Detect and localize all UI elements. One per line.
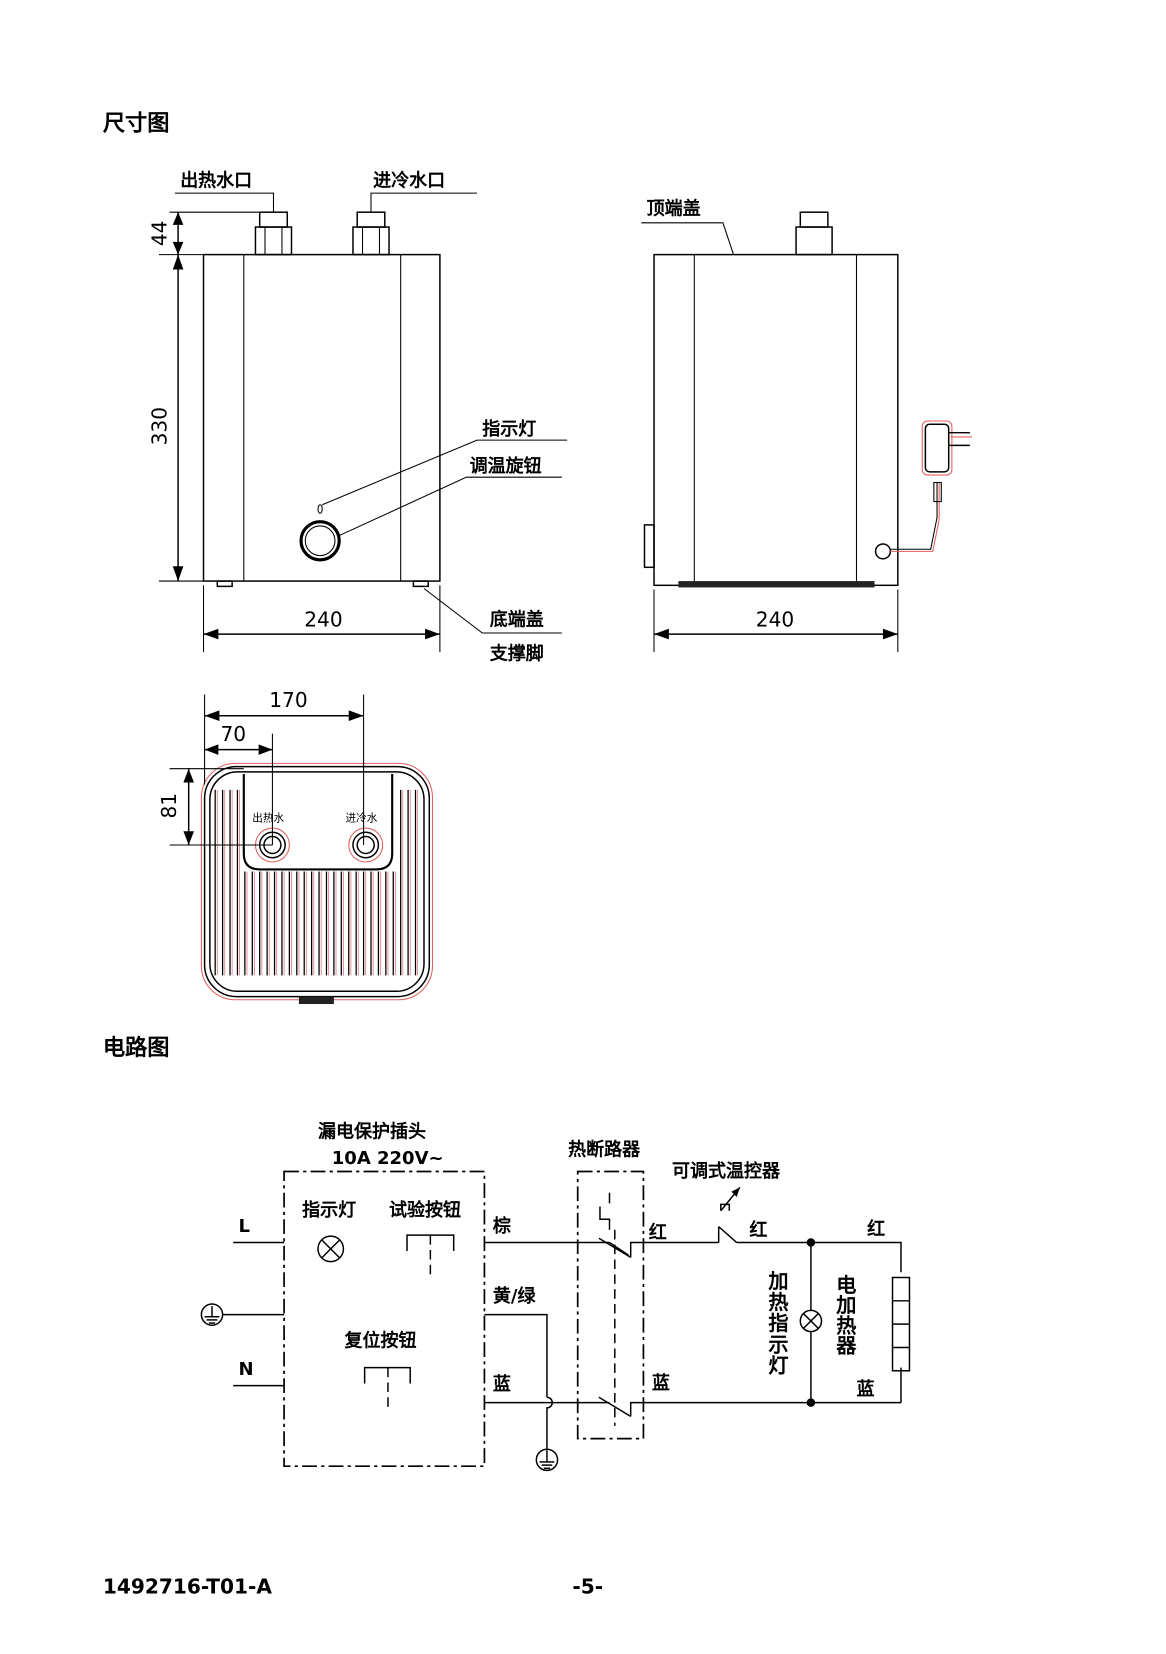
heater-label: 电加热器 — [833, 1274, 857, 1355]
cold-inlet-label: 进冷水口 — [373, 170, 445, 192]
red-wire-label-1: 红 — [649, 1221, 667, 1243]
cold-label-bottom: 进冷水 — [346, 812, 378, 825]
thermostat-switch — [643, 1186, 811, 1244]
side-fitting — [795, 211, 833, 256]
dim-170: 170 — [269, 688, 307, 712]
reset-button-label: 复位按钮 — [343, 1329, 416, 1351]
power-cord-plug — [874, 420, 973, 560]
support-foot-label: 支撑脚 — [489, 643, 544, 665]
plug-title: 漏电保护插头 — [318, 1121, 426, 1143]
leakage-plug-box — [283, 1170, 486, 1468]
test-button-label: 试验按钮 — [389, 1199, 461, 1221]
N-label: N — [239, 1359, 254, 1380]
L-label: L — [239, 1216, 250, 1237]
top-cover-label: 顶端盖 — [647, 197, 701, 219]
bottom-view: 出热水 进冷水 170 70 81 — [157, 688, 434, 1005]
document-number: 1492716-T01-A — [103, 1574, 273, 1598]
hot-outlet-label: 出热水口 — [180, 170, 252, 192]
dim-240-front: 240 — [304, 608, 342, 632]
red-wire-label-2: 红 — [749, 1219, 767, 1241]
electric-heater-element — [891, 1276, 911, 1372]
foot — [216, 580, 233, 588]
side-body — [653, 253, 899, 587]
dim-70: 70 — [220, 722, 246, 746]
dim-81: 81 — [157, 793, 181, 819]
blue-wire-label-3: 蓝 — [856, 1378, 874, 1400]
dim-240-side: 240 — [756, 608, 794, 632]
reset-button-symbol — [363, 1366, 411, 1411]
plug-rating: 10A 220V~ — [332, 1148, 444, 1169]
cold-inlet-bottom — [348, 827, 384, 863]
page-number: -5- — [572, 1574, 603, 1598]
hot-label-bottom: 出热水 — [252, 812, 284, 825]
cold-water-fitting — [352, 211, 390, 256]
front-body — [202, 253, 441, 582]
side-view: 顶端盖 240 — [641, 197, 973, 653]
blue-wire-label-2: 蓝 — [652, 1372, 670, 1394]
indicator-label: 指示灯 — [302, 1199, 356, 1221]
brown-wire-label: 棕 — [493, 1215, 511, 1237]
yellow-green-wire-label: 黄/绿 — [493, 1285, 537, 1307]
dim-44: 44 — [147, 221, 171, 247]
indicator-lamp-icon — [317, 1235, 345, 1263]
thermal-cutoff-label: 热断路器 — [568, 1139, 641, 1161]
red-wire-label-3: 红 — [867, 1218, 885, 1240]
thermostat-label: 可调式温控器 — [672, 1160, 781, 1182]
bottom-cover-label: 底端盖 — [490, 609, 544, 631]
indicator-label: 指示灯 — [482, 418, 536, 440]
temp-knob-label: 调温旋钮 — [470, 455, 542, 477]
bottom-stripes — [214, 789, 419, 976]
circuit-title: 电路图 — [103, 1034, 170, 1061]
temperature-knob — [299, 520, 341, 562]
dim-330: 330 — [147, 407, 171, 445]
circuit-diagram: 漏电保护插头 10A 220V~ L N 指示灯 试验按钮 复位按钮 棕 黄/绿 — [200, 1121, 911, 1472]
hot-water-fitting — [254, 211, 293, 256]
indicator-light — [317, 504, 323, 514]
ground-symbol-left — [200, 1303, 224, 1326]
foot — [412, 580, 429, 588]
thermal-cutoff-box — [576, 1170, 645, 1440]
front-view: 出热水口 进冷水口 指示灯 调温旋钮 底端盖 支撑脚 44 330 240 — [147, 170, 568, 665]
heating-indicator-lamp-icon — [799, 1309, 823, 1333]
blue-wire-label-1: 蓝 — [493, 1373, 511, 1395]
ground-symbol-bottom — [535, 1448, 559, 1472]
heating-indicator-label: 加热指示灯 — [765, 1270, 789, 1376]
dimensions-title: 尺寸图 — [103, 111, 170, 137]
test-button-symbol — [406, 1234, 455, 1278]
